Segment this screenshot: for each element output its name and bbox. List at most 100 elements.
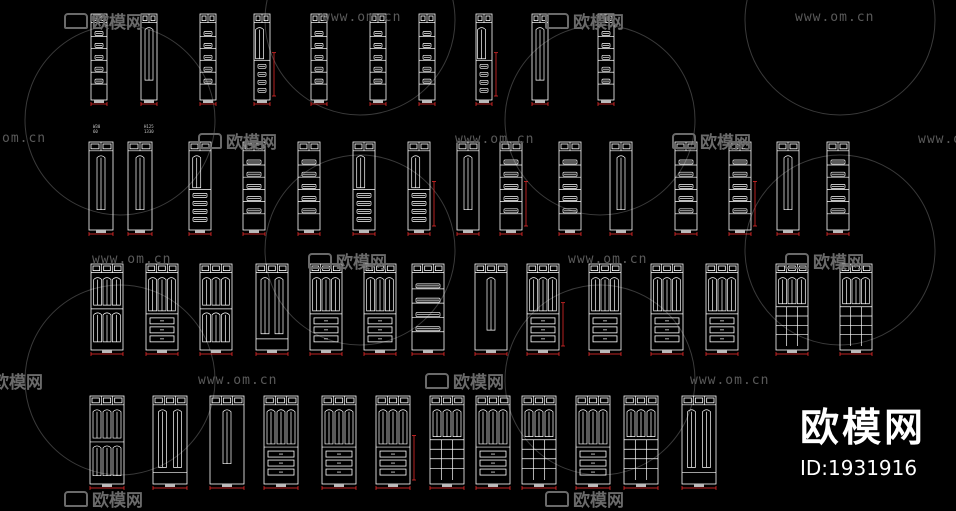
hanging-clothes: [687, 409, 696, 468]
hanging-clothes: [860, 277, 870, 305]
cabinet-label: H125 1330: [144, 124, 154, 134]
top-box: [354, 143, 363, 150]
hanging-clothes: [334, 409, 344, 445]
drawer: [367, 326, 393, 334]
top-box: [413, 265, 422, 271]
dimension-text: [321, 350, 331, 353]
hanging-clothes: [202, 312, 212, 343]
folded-clothes: [301, 171, 317, 177]
dimension-text: [616, 230, 626, 233]
top-box: [165, 397, 175, 404]
dimension-text: [787, 350, 797, 353]
drawer: [592, 335, 618, 343]
top-box: [150, 15, 156, 21]
top-box: [718, 265, 726, 271]
hanging-clothes: [538, 277, 548, 312]
hanging-clothes: [102, 445, 112, 477]
dimension-text: [851, 350, 861, 353]
drawer: [530, 335, 556, 343]
wardrobe-cabinet: [253, 13, 271, 101]
folded-clothes: [422, 66, 432, 72]
hanging-clothes: [726, 277, 736, 312]
top-box: [142, 15, 148, 21]
folded-clothes: [601, 78, 611, 84]
top-box: [103, 265, 111, 271]
dimension-text: [249, 230, 259, 233]
dimension-text: [423, 350, 433, 353]
hanging-clothes: [356, 155, 366, 189]
top-box: [477, 397, 486, 404]
top-box: [730, 143, 739, 150]
sofa-icon: [425, 373, 449, 389]
hanging-clothes: [486, 277, 496, 331]
folded-clothes: [246, 159, 262, 165]
hanging-clothes: [211, 312, 221, 343]
top-box: [636, 397, 646, 404]
hanging-clothes: [600, 277, 610, 312]
dimension-text: [314, 100, 324, 103]
sofa-icon: [64, 491, 88, 507]
top-box: [500, 397, 509, 404]
top-box: [600, 397, 609, 404]
wardrobe-cabinet: [681, 395, 717, 485]
hanging-clothes: [842, 277, 852, 305]
watermark-url: www.om.cn: [322, 10, 402, 25]
folded-clothes: [314, 54, 324, 60]
hanging-clothes: [783, 155, 793, 211]
hanging-clothes: [646, 409, 656, 437]
top-box: [497, 265, 506, 271]
hanging-clothes: [135, 155, 145, 211]
top-box: [113, 265, 122, 271]
hanging-clothes: [375, 277, 385, 312]
wardrobe-cabinet: [674, 141, 698, 231]
watermark-url: om.cn: [2, 131, 47, 146]
wardrobe-cabinet: [242, 141, 266, 231]
folded-clothes: [373, 78, 383, 84]
top-box: [599, 15, 605, 21]
top-box: [501, 143, 510, 150]
folded-clothes: [203, 54, 213, 60]
folded-clothes: [314, 31, 324, 36]
watermark-url: www.om.cn: [198, 373, 278, 388]
folded-clothes: [503, 208, 519, 214]
wardrobe-cabinet: [728, 141, 752, 231]
dimension-text: [195, 230, 205, 233]
hanging-clothes: [330, 277, 340, 312]
watermark-logo: 欧模网: [425, 368, 504, 393]
top-box: [147, 265, 156, 271]
top-box: [454, 397, 463, 404]
dimension-text: [422, 100, 432, 103]
watermark-logo: 欧模网: [545, 486, 624, 511]
dimension-text: [636, 484, 646, 487]
top-box: [420, 15, 426, 21]
folded-clothes: [678, 171, 694, 177]
top-box: [268, 265, 276, 271]
drawer: [479, 468, 507, 476]
hanging-clothes: [671, 277, 681, 312]
top-box: [622, 143, 631, 150]
sofa-icon: [545, 491, 569, 507]
top-box: [841, 265, 850, 271]
watermark-url: www.om.cn: [690, 373, 770, 388]
top-box: [694, 397, 704, 404]
top-box: [332, 265, 341, 271]
dimension-text: [694, 484, 704, 487]
drawer: [479, 450, 507, 458]
hanging-clothes: [463, 155, 473, 211]
top-box: [102, 397, 112, 404]
top-box: [476, 265, 485, 271]
dimension-text: [681, 230, 691, 233]
hanging-clothes: [578, 409, 588, 445]
dimension-text: [373, 100, 383, 103]
top-box: [222, 265, 231, 271]
folded-clothes: [422, 78, 432, 84]
drawer: [367, 335, 393, 343]
top-box: [424, 265, 432, 271]
drawer: [709, 335, 735, 343]
dimension-text: [304, 230, 314, 233]
hanging-clothes: [111, 277, 121, 306]
top-box: [477, 15, 483, 21]
dimension-text: [833, 230, 843, 233]
watermark-circle: [744, 0, 936, 116]
hanging-clothes: [442, 409, 452, 437]
